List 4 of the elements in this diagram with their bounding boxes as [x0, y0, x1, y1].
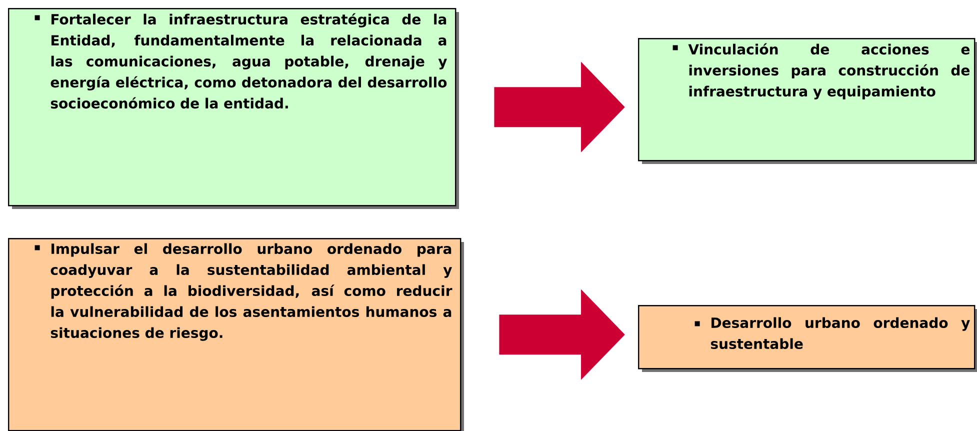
text-box: Desarrollo urbano ordenado y sustentable — [638, 305, 977, 372]
text-box: Impulsar el desarrollo urbano ordenado para coadyuvar a la sustentabilidad ambiental y protección a la biodiversidad, así como reducir la vulnerabilidad de los asentamientos humanos a situaciones de riesgo. — [8, 238, 464, 431]
text-box: Vinculación de acciones e inversiones para construcción de infraestructura y equipamiento — [638, 38, 977, 164]
text-box: Fortalecer la infraestructura estratégica de la Entidad, fundamentalmente la relacionada a las comunicaciones, agua potable, drenaje y energía eléctrica, como detonadora del desarrollo socioeconómico de la entidad. — [8, 8, 459, 209]
